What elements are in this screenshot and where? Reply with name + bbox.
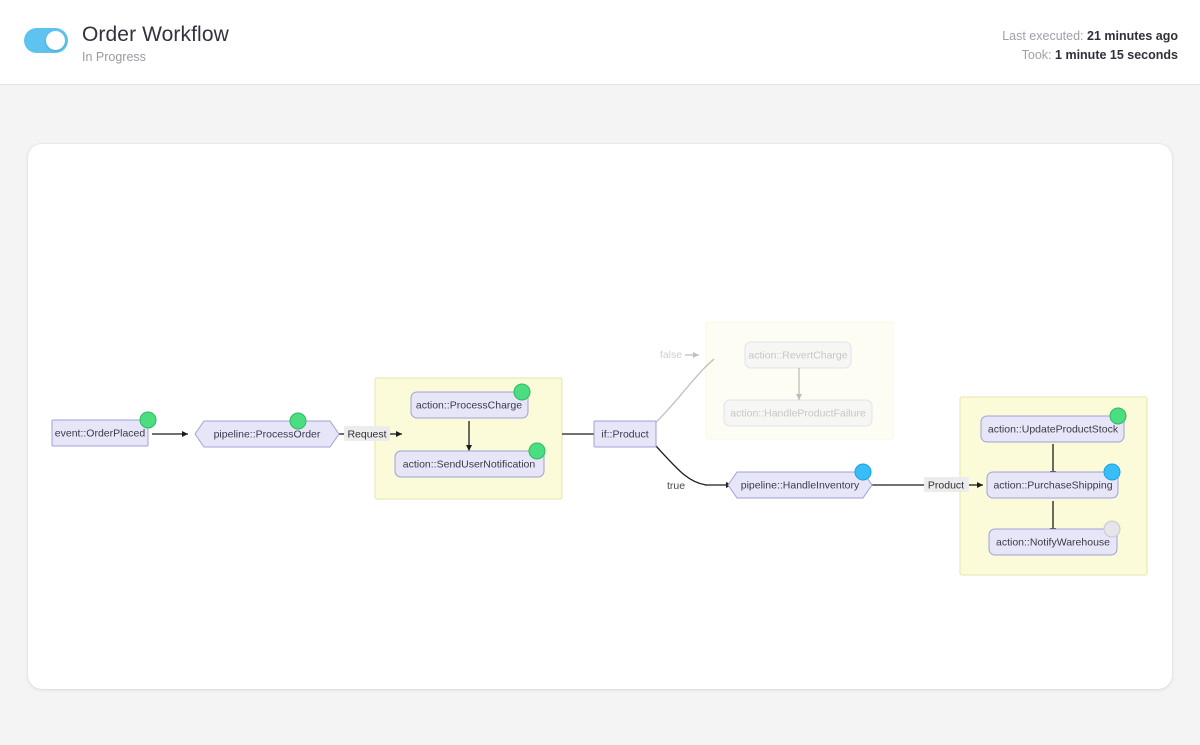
edge-label-request-chip — [344, 426, 390, 441]
edge-label-product: Product — [924, 477, 969, 492]
node-action-handleproductfailure-box[interactable] — [723, 399, 873, 427]
node-action-revertcharge-box[interactable] — [744, 341, 852, 369]
duration-label: Took: — [1021, 48, 1052, 62]
node-action-purchaseshipping-label: action::PurchaseShipping — [993, 480, 1112, 492]
node-action-processcharge-label: action::ProcessCharge — [416, 400, 522, 412]
workflow-canvas-card: Request false true Product event::OrderP… — [28, 144, 1172, 689]
edge-label-product-text: Product — [928, 480, 964, 492]
node-action-purchaseshipping[interactable]: action::PurchaseShipping — [986, 463, 1121, 499]
execution-meta: Last executed: 21 minutes ago Took: 1 mi… — [1002, 27, 1178, 65]
node-action-notifywarehouse-box[interactable] — [988, 528, 1118, 556]
node-if-product-box[interactable] — [593, 420, 657, 448]
duration-row: Took: 1 minute 15 seconds — [1002, 46, 1178, 65]
node-action-processcharge-box[interactable] — [410, 391, 529, 419]
title-group: Order Workflow In Progress — [82, 22, 229, 65]
node-action-updateproductstock-box[interactable] — [980, 415, 1125, 443]
status-dot-success — [289, 412, 307, 430]
edge-ifproduct-to-true — [655, 445, 707, 486]
page-title: Order Workflow — [82, 23, 229, 46]
edge-label-true-text: true — [667, 480, 685, 492]
status-dot-success — [139, 411, 157, 429]
node-action-updateproductstock[interactable]: action::UpdateProductStock — [980, 407, 1127, 443]
node-event-orderplaced-label: event::OrderPlaced — [55, 428, 146, 440]
node-action-purchaseshipping-box[interactable] — [986, 471, 1119, 499]
last-executed-label: Last executed: — [1002, 29, 1084, 43]
node-event-orderplaced-box[interactable] — [51, 419, 149, 447]
status-dot-running — [1103, 463, 1121, 481]
node-action-processcharge[interactable]: action::ProcessCharge — [410, 383, 531, 419]
edge-false-branch-group — [653, 352, 802, 425]
edge-label-false-text: false — [660, 349, 682, 361]
toggle-knob — [46, 31, 65, 50]
workflow-enabled-toggle[interactable] — [24, 28, 68, 53]
edge-label-product-chip — [924, 477, 969, 492]
status-dot-running — [854, 463, 872, 481]
node-pipeline-processorder[interactable]: pipeline::ProcessOrder — [194, 412, 340, 448]
node-action-revertcharge[interactable]: action::RevertCharge — [744, 341, 852, 369]
node-if-product-label: if::Product — [601, 429, 648, 441]
node-action-sendusernotification-box[interactable] — [394, 450, 545, 478]
status-dot-success — [513, 383, 531, 401]
node-action-handleproductfailure[interactable]: action::HandleProductFailure — [723, 399, 873, 427]
group-box-product-failure — [705, 321, 894, 440]
node-pipeline-handleinventory-label: pipeline::HandleInventory — [741, 480, 860, 492]
status-dot-success — [528, 442, 546, 460]
node-action-sendusernotification[interactable]: action::SendUserNotification — [394, 442, 546, 478]
last-executed-value: 21 minutes ago — [1087, 29, 1178, 43]
edge-ifproduct-to-false — [653, 358, 715, 425]
node-action-notifywarehouse-label: action::NotifyWarehouse — [996, 537, 1110, 549]
node-if-product[interactable]: if::Product — [593, 420, 657, 448]
page-header: Order Workflow In Progress Last executed… — [0, 0, 1200, 85]
workflow-diagram[interactable]: Request false true Product event::OrderP… — [28, 144, 1172, 689]
last-executed-row: Last executed: 21 minutes ago — [1002, 27, 1178, 46]
node-action-sendusernotification-label: action::SendUserNotification — [403, 459, 536, 471]
header-left-group: Order Workflow In Progress — [24, 22, 229, 65]
node-action-handleproductfailure-label: action::HandleProductFailure — [730, 408, 866, 420]
node-pipeline-processorder-label: pipeline::ProcessOrder — [214, 429, 321, 441]
duration-value: 1 minute 15 seconds — [1055, 48, 1178, 62]
edge-label-false: false — [660, 349, 682, 361]
node-action-revertcharge-label: action::RevertCharge — [748, 350, 847, 362]
node-pipeline-handleinventory-box[interactable] — [727, 471, 873, 499]
node-action-notifywarehouse[interactable]: action::NotifyWarehouse — [988, 520, 1121, 556]
node-pipeline-handleinventory[interactable]: pipeline::HandleInventory — [727, 463, 873, 499]
status-dot-success — [1109, 407, 1127, 425]
group-false-branch — [705, 321, 894, 440]
status-dot-pending — [1103, 520, 1121, 538]
edge-label-true: true — [667, 480, 685, 492]
edge-label-request-text: Request — [347, 429, 386, 441]
node-action-updateproductstock-label: action::UpdateProductStock — [988, 424, 1119, 436]
node-event-orderplaced[interactable]: event::OrderPlaced — [51, 411, 157, 447]
edge-label-request: Request — [344, 426, 390, 441]
status-badge: In Progress — [82, 50, 146, 64]
